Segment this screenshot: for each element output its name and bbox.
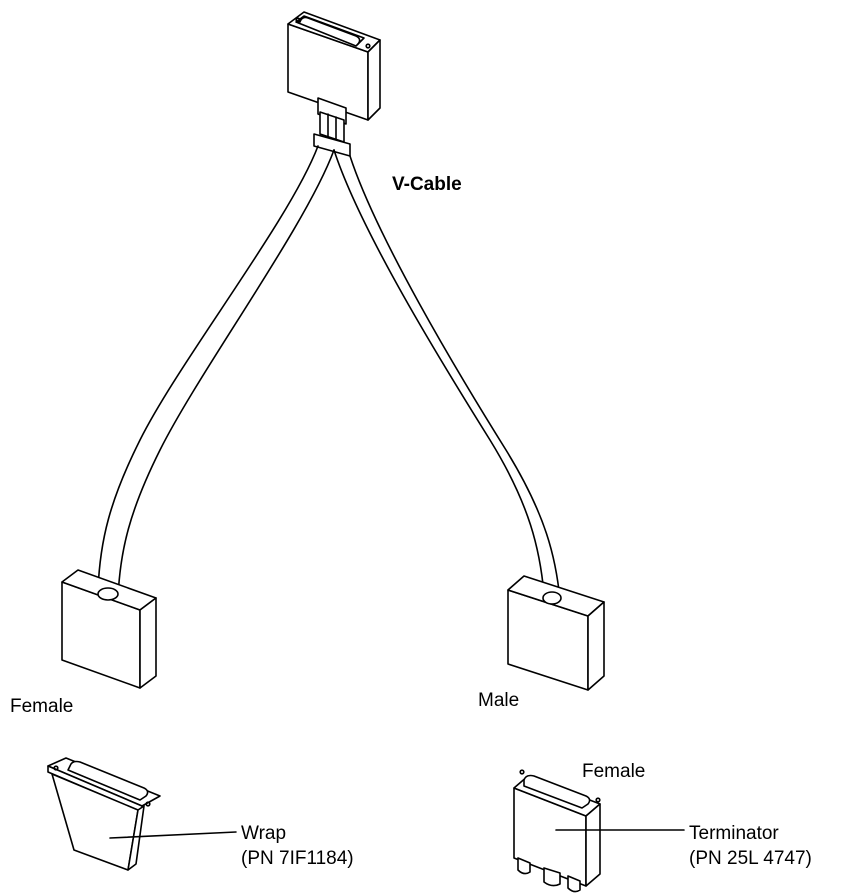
top-connector: [287, 11, 381, 121]
terminator-plug: [513, 769, 685, 893]
wrap-pn-label: (PN 7IF1184): [241, 848, 354, 869]
diagram-title: V-Cable: [392, 174, 462, 195]
terminator-pn-label: (PN 25L 4747): [689, 848, 812, 869]
wrap-plug: [47, 757, 237, 871]
terminator-name-label: Terminator: [689, 823, 779, 844]
terminator-female-label: Female: [582, 761, 645, 782]
cable-left-branch: [97, 145, 335, 599]
female-end-label: Female: [10, 696, 73, 717]
cable-neck: [313, 97, 351, 157]
male-end-label: Male: [478, 690, 519, 711]
female-end-connector: [61, 569, 157, 689]
cable-right-branch: [333, 149, 561, 601]
male-end-connector: [507, 575, 605, 691]
wrap-name-label: Wrap: [241, 823, 286, 844]
